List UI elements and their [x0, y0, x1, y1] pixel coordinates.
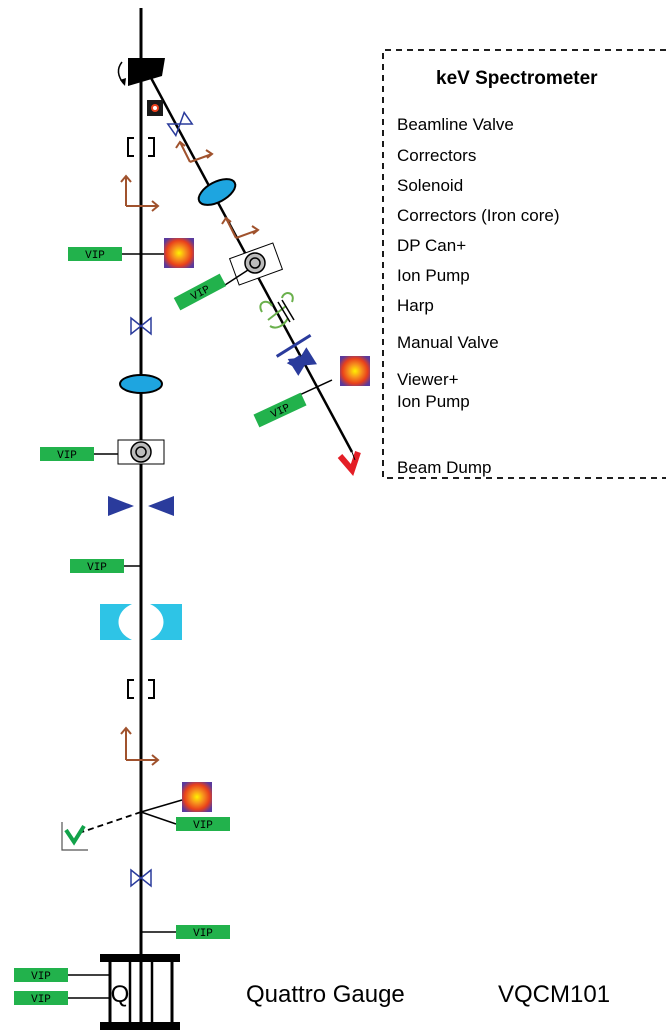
legend-box: keV Spectrometer Beamline Valve Correcto… [382, 49, 666, 479]
legend-item-viewer: Viewer+ [397, 370, 459, 389]
manual-valve-1-icon [108, 496, 174, 516]
legend-item-dp-can: DP Can+ [397, 236, 466, 255]
viewer-2-icon [182, 782, 212, 812]
legend-item-solenoid: Solenoid [397, 176, 463, 195]
angled-corrector-1-icon [175, 140, 214, 163]
ion-pump-1-icon [117, 439, 165, 465]
beamline-valve-1-icon [130, 316, 152, 336]
vip-6: VIP [14, 968, 68, 983]
vip-4: VIP [176, 817, 230, 832]
vip-3: VIP [70, 559, 124, 574]
angled-solenoid-icon [197, 178, 237, 206]
quattro-gauge-symbol: Q [111, 981, 130, 1008]
legend-item-correctors: Correctors [397, 146, 476, 165]
sidearm-lead [140, 811, 177, 825]
angled-beamline-valve-icon [166, 110, 194, 138]
bend-magnet [117, 58, 165, 86]
sidearm-checkmark-icon [61, 822, 88, 851]
svg-text:VIP: VIP [193, 928, 213, 940]
svg-text:VIP: VIP [87, 562, 107, 574]
angled-ion-pump-icon [228, 242, 284, 286]
quadrupole-icon [100, 604, 182, 640]
corrector-iron-1-icon [127, 137, 155, 157]
corrector-2-icon [120, 726, 160, 766]
legend-item-harp: Harp [397, 296, 434, 315]
vip-2: VIP [40, 447, 94, 462]
corrector-1-icon [120, 174, 160, 212]
manual-valve-icon [275, 333, 317, 376]
solenoid-1-icon [119, 374, 163, 394]
angled-corrector-iron-icon [221, 216, 260, 239]
vip-1: VIP [68, 247, 122, 262]
angled-vip-2: VIP [253, 392, 307, 428]
legend-item-correctors-iron: Correctors (Iron core) [397, 206, 559, 225]
legend-title: keV Spectrometer [436, 68, 598, 89]
beamline-valve-2-icon [130, 868, 152, 888]
angled-vip-1-lead [224, 269, 249, 286]
legend-item-ion-pump-2: Ion Pump [397, 392, 470, 411]
corrector-iron-2-icon [127, 679, 155, 699]
quattro-gauge-name: Quattro Gauge [246, 981, 405, 1008]
viewer-2-lead [140, 799, 183, 813]
vip-7: VIP [14, 991, 68, 1006]
angled-viewer-icon [340, 356, 370, 386]
beam-dump-icon [337, 451, 361, 476]
svg-text:VIP: VIP [85, 250, 105, 262]
legend-item-ion-pump-1: Ion Pump [397, 266, 470, 285]
quattro-gauge-cross: Q [100, 954, 180, 1030]
svg-text:VIP: VIP [31, 971, 51, 983]
sidearm-dashed-line [81, 811, 142, 833]
svg-text:VIP: VIP [31, 994, 51, 1006]
svg-text:VIP: VIP [57, 450, 77, 462]
quattro-gauge-id: VQCM101 [498, 981, 610, 1008]
viewer-1-icon [164, 238, 194, 268]
legend-item-beamline-valve: Beamline Valve [397, 115, 514, 134]
legend-item-beam-dump: Beam Dump [397, 458, 491, 477]
svg-text:VIP: VIP [193, 820, 213, 832]
legend-item-manual-valve: Manual Valve [397, 333, 499, 352]
harp-icon [259, 292, 295, 329]
vip-5: VIP [176, 925, 230, 940]
target-viewer-icon [147, 100, 163, 116]
angled-vip-1: VIP [173, 273, 227, 311]
